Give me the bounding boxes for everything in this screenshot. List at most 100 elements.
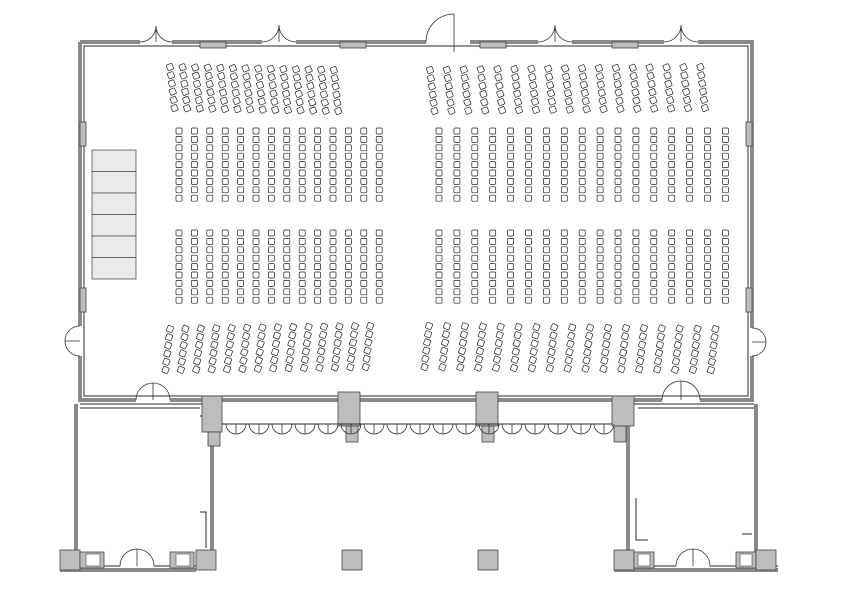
folding-door — [524, 423, 546, 435]
chair — [653, 365, 662, 374]
chair — [722, 186, 729, 194]
chair — [242, 332, 251, 340]
chair — [578, 280, 586, 287]
chair — [489, 280, 497, 287]
chair — [256, 340, 265, 348]
chair — [237, 238, 244, 245]
chair — [175, 271, 183, 279]
chair — [477, 330, 486, 339]
chair — [620, 340, 629, 349]
chair — [700, 104, 709, 112]
chair — [319, 90, 328, 99]
chair — [596, 136, 604, 143]
chair — [632, 271, 640, 279]
chair — [560, 136, 568, 143]
chair — [435, 161, 443, 168]
chair — [603, 332, 612, 341]
chair — [493, 65, 502, 74]
chair — [632, 144, 640, 152]
chair — [317, 65, 326, 74]
chair — [614, 136, 622, 143]
chair — [206, 254, 214, 262]
chair — [360, 263, 368, 270]
chair — [267, 73, 276, 81]
chair — [360, 238, 368, 245]
chair — [281, 81, 290, 90]
chair — [304, 322, 313, 331]
chair — [722, 169, 729, 177]
chair — [614, 161, 622, 168]
chair — [674, 332, 683, 341]
chair — [614, 229, 622, 237]
chair — [206, 88, 215, 97]
chair — [375, 169, 383, 177]
chair — [246, 105, 255, 114]
chair — [229, 72, 238, 81]
chair — [686, 136, 693, 143]
chair — [314, 296, 321, 304]
chair — [191, 194, 198, 202]
chair — [257, 97, 266, 106]
chair — [464, 106, 473, 115]
chair — [330, 74, 339, 83]
chair — [296, 106, 305, 115]
chair — [422, 346, 431, 355]
chair — [711, 325, 720, 333]
chair — [531, 105, 540, 114]
chair — [629, 71, 638, 80]
chair — [194, 349, 203, 358]
chair — [329, 161, 337, 168]
chair — [252, 271, 260, 279]
chair — [668, 127, 676, 135]
chair — [453, 136, 461, 143]
chair — [578, 178, 586, 185]
chair — [675, 324, 684, 333]
chair — [513, 89, 522, 98]
chair — [663, 71, 672, 80]
chair — [252, 238, 260, 245]
chair — [686, 238, 693, 245]
chair — [689, 365, 697, 374]
chair — [207, 365, 216, 374]
chair — [252, 186, 260, 194]
chair — [543, 229, 550, 237]
chair — [252, 169, 260, 177]
chair — [256, 89, 265, 98]
chair — [471, 254, 479, 262]
chair — [252, 152, 260, 160]
chair — [453, 296, 461, 304]
chair — [722, 280, 729, 287]
chair — [704, 144, 711, 152]
chair — [329, 194, 337, 202]
chair — [689, 357, 698, 366]
chair — [329, 263, 337, 270]
chair — [507, 178, 514, 185]
chair — [270, 97, 279, 106]
chair — [704, 280, 711, 287]
chair — [489, 169, 497, 177]
seating-block-front-right — [426, 63, 709, 115]
chair — [453, 229, 461, 237]
chair — [293, 81, 302, 90]
chair — [639, 324, 648, 333]
chair — [525, 127, 532, 135]
chair — [525, 136, 532, 143]
folding-door — [570, 423, 592, 435]
chair — [525, 238, 532, 245]
chair — [632, 161, 640, 168]
chair — [430, 107, 439, 115]
chair — [614, 288, 622, 296]
chair — [239, 356, 248, 365]
chair — [319, 82, 327, 91]
chair — [206, 127, 214, 135]
chair — [232, 97, 241, 105]
chair — [595, 72, 604, 81]
chair — [329, 288, 337, 296]
chair — [191, 161, 198, 168]
chair — [543, 271, 550, 279]
chair — [347, 355, 356, 363]
chair — [489, 194, 497, 202]
chair — [578, 152, 586, 160]
chair — [218, 80, 227, 89]
chair — [329, 296, 337, 304]
